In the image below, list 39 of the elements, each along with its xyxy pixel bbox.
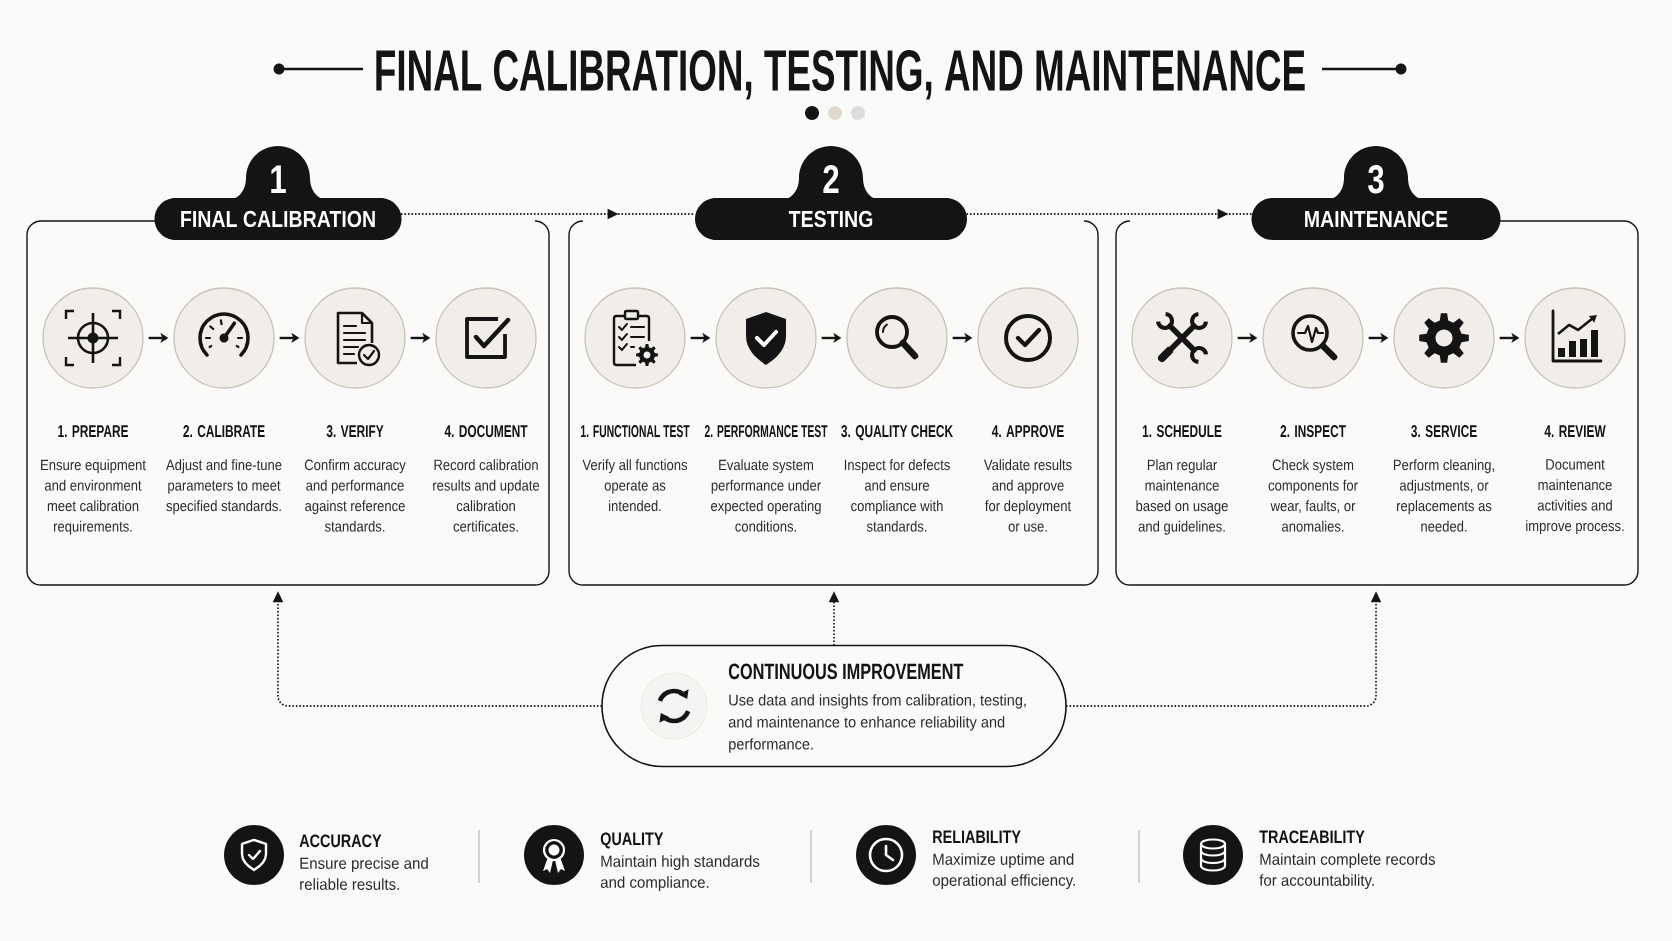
step-title: 4. APPROVE: [991, 425, 1064, 438]
item-description: Maximize uptime and operational efficiency.: [932, 853, 1075, 890]
item-description: Maintain high standards and compliance.: [600, 855, 760, 892]
step-title: 4. REVIEW: [1544, 425, 1606, 437]
item-heading: QUALITY: [600, 832, 664, 849]
step-title: 2. PERFORMANCE TEST: [704, 425, 828, 438]
step-description: Evaluate system performance under expected operating conditions.: [711, 459, 821, 532]
step-description: Record calibration results and update calibration certificates.: [433, 459, 540, 532]
box-text: Use data and insights from calibration, testing, and maintenance to enhance reliability and performance.: [728, 694, 1026, 753]
step-description: Confirm accuracy and performance against reference standards.: [304, 459, 406, 532]
step-title: 3. VERIFY: [326, 425, 384, 438]
step-description: Ensure equipment and environment meet calibration requirements.: [41, 459, 146, 535]
rounded-box: [601, 644, 1067, 768]
item-heading: RELIABILITY: [933, 830, 1021, 843]
step-description: Validate results and approve for deployment or use.: [983, 459, 1072, 532]
step-description: Perform cleaning, adjustments, or replacements as needed.: [1393, 459, 1494, 532]
step-title: 4. DOCUMENT: [444, 425, 528, 438]
step-title: 1. SCHEDULE: [1142, 425, 1222, 438]
step-title: 1. FUNCTIONAL TEST: [581, 425, 690, 438]
step-title: 2. INSPECT: [1280, 425, 1346, 438]
step-title: 2. CALIBRATE: [183, 425, 265, 438]
item-description: Maintain complete records for accountability.: [1259, 853, 1435, 890]
item-heading: TRACEABILITY: [1259, 830, 1365, 844]
item-description: Ensure precise and reliable results.: [300, 857, 428, 890]
box-heading: CONTINUOUS IMPROVEMENT: [728, 663, 964, 680]
step-description: Inspect for defects and ensure compliance with standards.: [844, 459, 950, 532]
step-title: 1. PREPARE: [58, 425, 129, 437]
step-title: 3. QUALITY CHECK: [841, 425, 953, 441]
step-description: Adjust and fine-tune parameters to meet specified standards.: [166, 459, 282, 515]
item-heading: ACCURACY: [299, 834, 382, 848]
step-title: 3. SERVICE: [1411, 425, 1477, 438]
step-description: Check system components for wear, faults, or anomalies.: [1268, 459, 1358, 532]
step-description: Document maintenance activities and improve process.: [1526, 459, 1624, 535]
number-badge: 2: [783, 146, 879, 199]
step-description: Verify all functions operate as intended.: [582, 459, 688, 512]
number-badge: 1: [230, 146, 326, 199]
number-badge: 3: [1328, 146, 1424, 199]
title: FINAL CALIBRATION, TESTING, AND MAINTENANCE: [376, 50, 1305, 100]
step-description: Plan regular maintenance based on usage and guidelines.: [1136, 459, 1228, 535]
